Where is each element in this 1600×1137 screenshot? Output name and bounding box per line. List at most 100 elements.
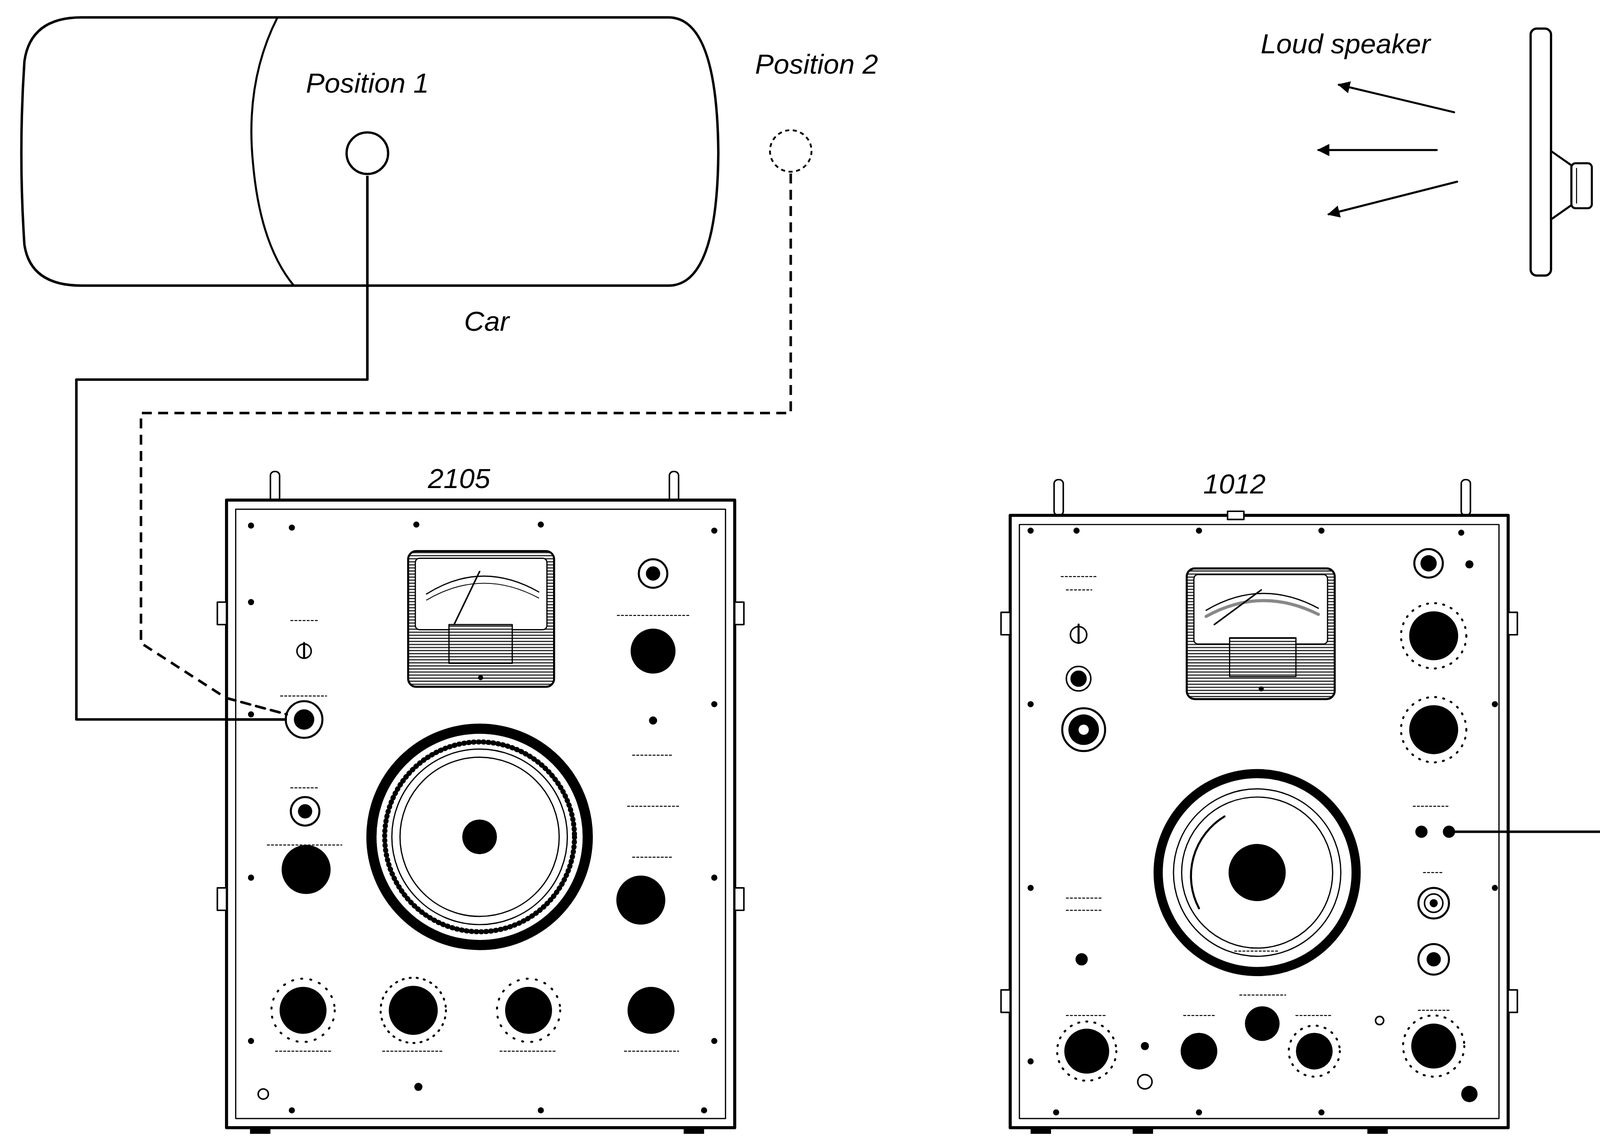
instrument-1012-part	[1030, 1127, 1052, 1134]
instrument-1012-part	[1066, 666, 1091, 691]
instrument-1012-part	[1426, 952, 1441, 967]
instrument-2105-part	[449, 624, 513, 664]
instrument-1012-part-part	[1053, 1109, 1060, 1116]
loudspeaker-symbol-part	[1318, 149, 1437, 152]
instrument-1012-part	[1132, 1127, 1154, 1134]
car-door-line	[251, 17, 294, 286]
instrument-1012-part	[1413, 805, 1450, 807]
instrument-1012-part	[1229, 637, 1296, 677]
instrument-2105-part	[258, 1088, 269, 1100]
node-label: Position 1	[305, 66, 429, 100]
instrument-1012-part	[1418, 887, 1450, 919]
instrument-1012-part	[1244, 1006, 1280, 1042]
instrument-1012-part	[1214, 589, 1262, 625]
instrument-1012-part	[1423, 872, 1444, 873]
instrument-1012-part	[1075, 952, 1088, 966]
instrument-1012-part-part	[1027, 700, 1034, 708]
analyzer-instrument: 2105	[226, 465, 735, 1128]
instrument-2105-part	[399, 757, 559, 917]
instrument-1012-part	[1461, 1085, 1478, 1103]
instrument-1012-part	[1077, 624, 1080, 643]
instrument-1012-part-part	[1318, 1109, 1325, 1116]
instrument-2105-part	[734, 887, 744, 911]
instrument-1012	[1000, 479, 1600, 1134]
instrument-1012-part	[1415, 825, 1428, 838]
instrument-2105-part	[248, 521, 718, 1114]
node-label: 2105	[427, 461, 491, 496]
instrument-2105-part	[624, 1050, 679, 1052]
instrument-2105-part	[648, 716, 657, 725]
instrument-2105-part	[271, 978, 335, 1042]
instrument-1012-part	[1401, 696, 1467, 763]
instrument-1012-part	[1158, 773, 1357, 972]
instrument-1012-part	[1508, 612, 1518, 635]
instrument-1012-part	[1019, 524, 1499, 1119]
cable-line	[140, 173, 791, 699]
microphone-circle	[767, 127, 815, 175]
instrument-1012-part	[1062, 708, 1106, 751]
instrument-2105-part	[388, 985, 438, 1035]
instrument-1012-part	[1000, 990, 1010, 1013]
instrument-1012-part	[1295, 1014, 1332, 1016]
instrument-2105-part	[281, 844, 331, 894]
generator-instrument: 1012	[1009, 470, 1508, 1128]
instrument-1012-part	[1000, 612, 1010, 635]
instrument-1012-part-part	[1027, 527, 1034, 535]
instrument-1012-part	[1066, 897, 1103, 899]
instrument-1012-part	[1429, 899, 1438, 908]
instrument-1012-part	[1239, 994, 1286, 996]
instrument-2105-part	[293, 709, 315, 730]
instrument-2105-part	[217, 601, 227, 625]
instrument-1012-part	[1461, 479, 1471, 516]
instrument-1012-part	[1465, 560, 1474, 569]
loudspeaker-symbol-part	[1551, 150, 1572, 220]
instrument-1012-part	[1066, 909, 1103, 911]
instrument-1012-part	[1061, 576, 1098, 578]
instrument-2105-part	[249, 1127, 271, 1134]
instrument-2105-part	[426, 583, 539, 601]
car-body	[21, 17, 718, 286]
instrument-2105-part	[616, 875, 666, 925]
instrument-1012-part	[1173, 788, 1341, 957]
instrument-2105-part-part	[711, 527, 718, 535]
instrument-2105-part-part	[248, 522, 255, 529]
instrument-2105-part-part	[288, 1107, 296, 1114]
instrument-2105-part	[371, 728, 588, 945]
instrument-1012-part	[1418, 1009, 1450, 1011]
instrument-1012-part	[1078, 724, 1089, 735]
microphone-circle	[343, 129, 391, 177]
instrument-2105-part	[462, 819, 498, 854]
instrument-1012-part	[1137, 1074, 1153, 1089]
instrument-2105-part-part	[288, 524, 296, 531]
instrument-1012-part	[1414, 548, 1443, 578]
instrument-1012-part-part	[1196, 1109, 1203, 1116]
instrument-2105-part	[646, 566, 661, 581]
instrument-1012-part-part	[1073, 527, 1080, 535]
instrument-1012-part	[1402, 1015, 1464, 1077]
instrument-1012-part	[1027, 527, 1498, 1116]
instrument-1012-part	[1057, 1021, 1117, 1081]
instrument-1012-part	[1424, 893, 1444, 913]
loudspeaker-symbol-part	[1576, 168, 1577, 204]
instrument-1012-part	[1454, 830, 1600, 834]
instrument-1012-part	[1070, 670, 1087, 687]
loudspeaker-symbol-part	[1338, 84, 1455, 113]
instrument-1012-part	[1258, 686, 1264, 692]
instrument-1012-part	[1066, 589, 1092, 591]
instrument-1012-part	[1227, 511, 1244, 520]
instrument-1012-part	[1375, 1016, 1384, 1025]
instrument-1012-part-part	[1492, 884, 1499, 892]
instrument-2105-part	[297, 804, 313, 819]
instrument-1012-part	[1193, 574, 1328, 644]
instrument-2105-part-part	[711, 1037, 718, 1045]
instrument-1012-part	[1181, 797, 1333, 948]
instrument-2105-part	[226, 717, 286, 721]
instrument-2105-part	[683, 1127, 704, 1134]
instrument-1012-part	[1205, 600, 1319, 617]
instrument-2105-part	[617, 614, 689, 616]
instrument-2105-part	[235, 509, 726, 1119]
microphone-circle	[346, 132, 389, 174]
node-label: Loud speaker	[1260, 27, 1431, 61]
instrument-2105-part	[290, 797, 320, 826]
loudspeaker-symbol-part	[1571, 163, 1592, 208]
